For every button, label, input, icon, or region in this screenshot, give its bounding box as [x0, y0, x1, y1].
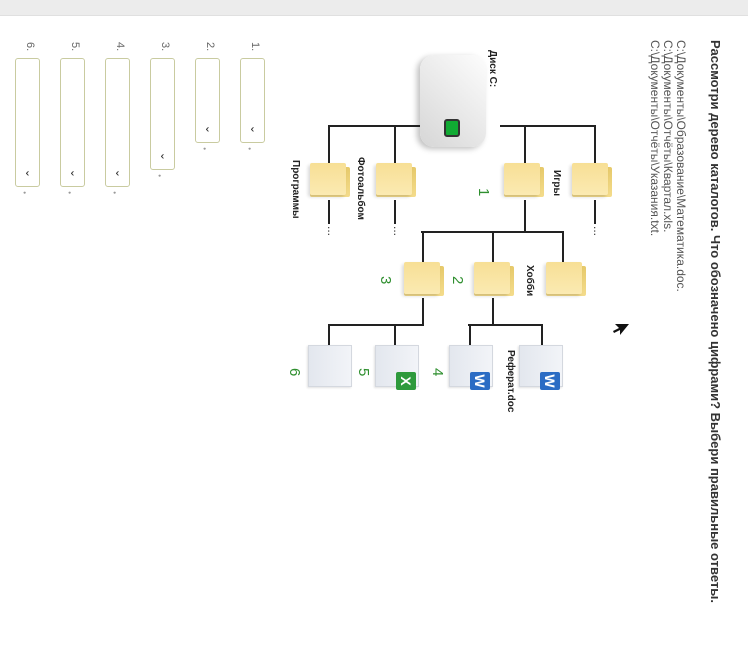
hard-disk-icon: [420, 55, 486, 147]
label-hobby: Хобби: [524, 265, 535, 297]
answer-number: 2.: [204, 42, 216, 52]
folder-3-icon: [400, 262, 444, 298]
tree-line: [469, 324, 471, 345]
chevron-down-icon: ⌄: [113, 168, 125, 178]
chevron-down-icon: ⌄: [248, 124, 260, 134]
tree-line: [492, 298, 494, 325]
tree-line: [468, 324, 542, 326]
path-2: C:\Документы\Отчёты\Квартал.xls.: [661, 40, 675, 233]
marker-6: 6: [286, 368, 303, 377]
ellipsis: ...: [325, 226, 339, 237]
answer-number: 5.: [69, 42, 81, 52]
folder-icon: [568, 163, 612, 199]
answer-5-dropdown[interactable]: ⌄•: [60, 58, 85, 194]
label-programs: Программы: [290, 160, 301, 219]
tree-line: [594, 125, 596, 163]
marker-2: 2: [449, 276, 466, 285]
chevron-down-icon: ⌄: [23, 168, 35, 178]
tree-line: [594, 200, 596, 224]
chevron-down-icon: ⌄: [203, 124, 215, 134]
path-1: C:\Документы\Образование\Математика.doc.: [674, 40, 688, 292]
word-file-icon: W: [519, 345, 563, 390]
answer-4-dropdown[interactable]: ⌄•: [105, 58, 130, 194]
tree-line: [562, 231, 564, 262]
tree-line: [328, 125, 420, 127]
tree-line: [524, 200, 526, 233]
folder-programs-icon: [306, 163, 350, 199]
label-essay: Реферат.doc: [505, 350, 516, 413]
label-games: Игры: [551, 170, 562, 197]
answer-1-dropdown[interactable]: ⌄•: [240, 58, 265, 150]
tree-line: [422, 231, 424, 262]
marker-1: 1: [475, 188, 492, 197]
folder-icon: [542, 262, 586, 298]
answer-3-dropdown[interactable]: ⌄•: [150, 58, 175, 177]
excel-file-5-icon: X: [375, 345, 419, 390]
answer-number: 3.: [159, 42, 171, 52]
marker-5: 5: [355, 368, 372, 377]
tree-line: [328, 324, 424, 326]
tree-line: [492, 231, 494, 262]
chevron-down-icon: ⌄: [68, 168, 80, 178]
ellipsis: ...: [391, 226, 405, 237]
question-title: Рассмотри дерево каталогов. Что обозначе…: [708, 40, 723, 603]
label-photo: Фотоальбом: [355, 157, 366, 220]
tree-line: [541, 324, 543, 345]
side-strip: [0, 0, 748, 16]
answer-number: 4.: [114, 42, 126, 52]
ellipsis: ...: [591, 226, 605, 237]
word-file-4-icon: W: [449, 345, 493, 390]
folder-games-icon: [500, 163, 544, 199]
mouse-cursor-icon: [613, 324, 629, 335]
tree-line: [328, 200, 330, 224]
word-badge: W: [540, 372, 560, 390]
answer-number: 1.: [249, 42, 261, 52]
tree-line: [500, 125, 595, 127]
answer-6-dropdown[interactable]: ⌄•: [15, 58, 40, 194]
folder-hobby-icon: [470, 262, 514, 298]
tree-line: [394, 200, 396, 224]
answer-2-dropdown[interactable]: ⌄•: [195, 58, 220, 150]
tree-line: [394, 125, 396, 163]
marker-4: 4: [429, 368, 446, 377]
tree-line: [328, 324, 330, 345]
answer-number: 6.: [24, 42, 36, 52]
chevron-down-icon: ⌄: [158, 151, 170, 161]
folder-photo-icon: [372, 163, 416, 199]
tree-line: [394, 324, 396, 345]
excel-badge: X: [396, 372, 416, 390]
text-file-6-icon: [308, 345, 352, 387]
tree-line: [328, 125, 330, 163]
disk-label: Диск С:: [487, 50, 498, 88]
path-3: C:\Документы\Отчёты\Указания.txt.: [648, 40, 662, 237]
tree-line: [524, 125, 526, 163]
marker-3: 3: [377, 276, 394, 285]
tree-line: [422, 298, 424, 325]
word-badge: W: [470, 372, 490, 390]
